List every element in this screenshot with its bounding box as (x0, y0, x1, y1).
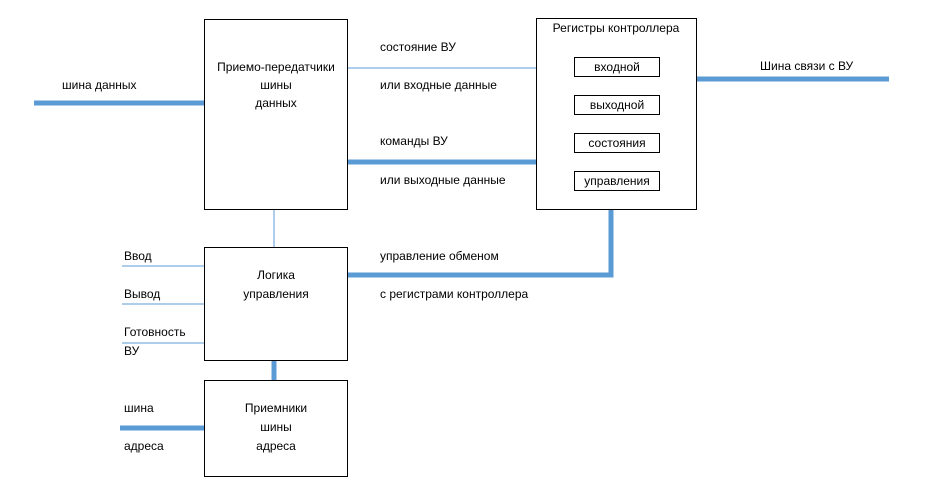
exchange-label-line2: с регистрами контроллера (380, 287, 529, 301)
register-input-label: входной (594, 60, 640, 74)
registers-title: Регистры контроллера (553, 21, 680, 35)
control-logic-block: Логика управления (204, 247, 348, 361)
exchange-label-line1: управление обменом (380, 249, 499, 263)
register-input-box (574, 57, 660, 77)
ready-signal-label-line1: Готовность (124, 325, 186, 339)
exchange-control-line (347, 209, 614, 278)
data-bus-label: шина данных (62, 78, 137, 92)
device-bus-label: Шина связи с ВУ (760, 59, 854, 73)
register-control-label: управления (584, 174, 649, 188)
input-signal-label: Ввод (124, 249, 152, 263)
address-receivers-block: Приемники шины адреса (204, 380, 348, 477)
status-label-line1: состояние ВУ (380, 40, 456, 54)
register-status-label: состояния (588, 136, 645, 150)
logic-label-line2: управления (243, 287, 308, 301)
receivers-label-line1: Приемники (245, 401, 307, 415)
address-bus-label-line2: адреса (124, 439, 164, 453)
register-control-box (574, 171, 660, 191)
register-output-box (574, 95, 660, 115)
receivers-label-line3: адреса (256, 439, 296, 453)
commands-label-line1: команды ВУ (380, 134, 448, 148)
logic-label-line1: Логика (257, 268, 295, 282)
ready-signal-label-line2: ВУ (124, 344, 140, 358)
receivers-label-line2: шины (260, 420, 292, 434)
address-bus-label-line1: шина (124, 401, 154, 415)
controller-registers-block: Регистры контроллера входной выходной со… (536, 18, 697, 210)
commands-label-line2: или выходные данные (380, 173, 506, 187)
register-output-label: выходной (590, 98, 644, 112)
transceivers-label-line3: данных (255, 96, 297, 110)
status-label-line2: или входные данные (380, 78, 497, 92)
register-status-box (574, 133, 660, 153)
transceivers-block: Приемо-передатчики шины данных (204, 19, 348, 210)
output-signal-label: Вывод (124, 287, 160, 301)
transceivers-label-line2: шины (260, 78, 292, 92)
transceivers-label-line1: Приемо-передатчики (217, 60, 335, 74)
